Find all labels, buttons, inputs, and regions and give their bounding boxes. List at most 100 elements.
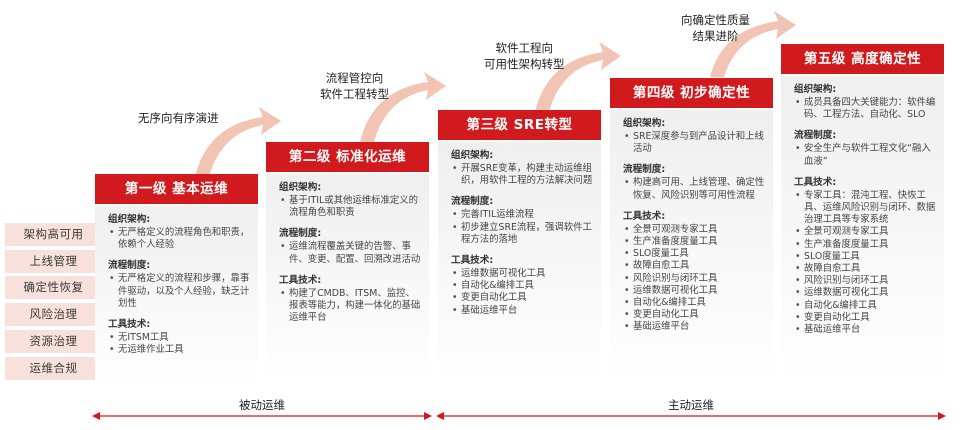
section-item: 构建高可用、上线管理、确定性恢复、风险识别等可用性流程: [623, 177, 767, 201]
section-item-list: 运维数据可视化工具自动化&编排工具变更自动化工具基础运维平台: [451, 268, 595, 317]
level-section: 组织架构:无严格定义的流程角色和职责，依赖个人经验: [108, 214, 252, 251]
section-title: 流程制度:: [623, 164, 666, 176]
section-item: 完善ITIL运维流程: [451, 209, 595, 221]
level-section: 工具技术:无ITSM工具无运维作业工具: [108, 319, 252, 357]
section-item: 运维数据可视化工具: [794, 287, 938, 299]
passive-ops-label: 被动运维: [239, 398, 285, 412]
section-item: 构建了CMDB、ITSM、监控、报表等能力，构建一体化的基础运维平台: [279, 288, 423, 325]
section-item-list: 安全生产与软件工程文化“融入血液”: [794, 143, 938, 167]
level-section: 工具技术: 全景可观测专家工具生产准备度度量工具SLO度量工具故障自愈工具风险识别…: [623, 211, 767, 334]
section-item: 无运维作业工具: [108, 344, 252, 356]
section-item: 运维数据可视化工具: [451, 268, 595, 280]
level-section: 流程制度:无严格定义的流程和步骤，靠事件驱动，以及个人经验，缺乏计划性: [108, 260, 252, 310]
level-section: 工具技术:运维数据可视化工具自动化&编排工具变更自动化工具基础运维平台: [451, 255, 595, 317]
level-1-header: 第一级 基本运维: [95, 174, 258, 204]
level-section: 流程制度:安全生产与软件工程文化“融入血液”: [794, 130, 938, 167]
section-item-list: 成员具备四大关键能力：软件编码、工程方法、自动化、SLO: [794, 97, 938, 121]
section-item-list: 无ITSM工具无运维作业工具: [108, 332, 252, 357]
section-title: 工具技术:: [794, 176, 837, 188]
transition-arrow-2: [360, 72, 446, 142]
level-2-card: 组织架构: 基于ITIL或其他运维标准定义的流程角色和职责流程制度:运维流程覆盖关…: [266, 174, 429, 384]
section-item-list: 开展SRE变革，构建主动运维组织，用软件工程的方法解决问题: [451, 163, 595, 187]
section-item: 风险识别与闭环工具: [623, 273, 767, 285]
section-item: 基于ITIL或其他运维标准定义的流程角色和职责: [279, 195, 423, 219]
section-item-list: 构建高可用、上线管理、确定性恢复、风险识别等可用性流程: [623, 177, 767, 201]
level-5-card: 组织架构: 成员具备四大关键能力：软件编码、工程方法、自动化、SLO 流程制度:安全…: [781, 76, 944, 384]
section-item: 开展SRE变革，构建主动运维组织，用软件工程的方法解决问题: [451, 163, 595, 187]
transition-label-1: 无序向有序演进: [138, 111, 219, 125]
section-item-list: 无严格定义的流程和步骤，靠事件驱动，以及个人经验，缺乏计划性: [108, 273, 252, 310]
section-item-list: 基于ITIL或其他运维标准定义的流程角色和职责: [279, 195, 423, 219]
section-item: 变更自动化工具: [794, 312, 938, 324]
section-title: 工具技术:: [108, 319, 151, 331]
transition-arrow-4: [710, 11, 796, 77]
section-item: 变更自动化工具: [623, 309, 767, 321]
section-item: 无严格定义的流程角色和职责，依赖个人经验: [108, 227, 252, 251]
level-3-header: 第三级 SRE转型: [438, 110, 601, 140]
section-item: 无ITSM工具: [108, 332, 252, 344]
section-item: SLO度量工具: [794, 251, 938, 263]
section-item-list: 无严格定义的流程角色和职责，依赖个人经验: [108, 227, 252, 251]
section-title: 组织架构:: [623, 118, 666, 129]
section-title: 组织架构:: [794, 84, 837, 95]
section-item: 运维流程覆盖关键的告警、事件、变更、配置、回溯改进活动: [279, 241, 423, 265]
section-item: 基础运维平台: [794, 324, 938, 336]
transition-label-2: 流程管控向 软件工程转型: [320, 71, 389, 101]
section-title: 流程制度:: [794, 130, 837, 142]
side-item: 风险治理: [5, 303, 102, 327]
section-title: 工具技术:: [451, 255, 494, 267]
section-item-list: 运维流程覆盖关键的告警、事件、变更、配置、回溯改进活动: [279, 241, 423, 265]
level-2-header: 第二级 标准化运维: [266, 142, 429, 172]
section-item: 自动化&编排工具: [623, 297, 767, 309]
transition-arrow-3: [535, 42, 621, 112]
section-item: 风险识别与闭环工具: [794, 275, 938, 287]
section-item: 全景可观测专家工具: [794, 226, 938, 238]
section-item: 生产准备度度量工具: [623, 236, 767, 248]
passive-ops-arrow: [92, 412, 432, 420]
section-title: 流程制度:: [108, 260, 151, 272]
section-item: 专家工具：混沌工程、快恢工具、运维风险识别与闭环、数据治理工具等专家系统: [794, 190, 938, 227]
section-title: 流程制度:: [279, 228, 322, 240]
side-item: 上线管理: [5, 249, 102, 273]
level-4-header: 第四级 初步确定性: [610, 78, 773, 108]
level-1-card: 组织架构:无严格定义的流程角色和职责，依赖个人经验流程制度:无严格定义的流程和步…: [95, 206, 258, 384]
level-section: 流程制度:构建高可用、上线管理、确定性恢复、风险识别等可用性流程: [623, 164, 767, 201]
section-title: 组织架构:: [451, 150, 494, 161]
side-item: 资源治理: [5, 329, 102, 353]
level-3-card: 组织架构: 开展SRE变革，构建主动运维组织，用软件工程的方法解决问题流程制度:完…: [438, 142, 601, 384]
section-item: 无严格定义的流程和步骤，靠事件驱动，以及个人经验，缺乏计划性: [108, 273, 252, 310]
section-item: 生产准备度度量工具: [794, 239, 938, 251]
level-section: 组织架构: 成员具备四大关键能力：软件编码、工程方法、自动化、SLO: [794, 84, 938, 121]
section-item: 成员具备四大关键能力：软件编码、工程方法、自动化、SLO: [794, 97, 938, 121]
section-item: 初步建立SRE流程，强调软件工程方法的落地: [451, 222, 595, 246]
section-item-list: 构建了CMDB、ITSM、监控、报表等能力，构建一体化的基础运维平台: [279, 288, 423, 325]
level-section: 工具技术: 专家工具：混沌工程、快恢工具、运维风险识别与闭环、数据治理工具等专家系…: [794, 176, 938, 337]
level-section: 组织架构: 开展SRE变革，构建主动运维组织，用软件工程的方法解决问题: [451, 150, 595, 187]
level-4-card: 组织架构: SRE深度参与到产品设计和上线活动流程制度:构建高可用、上线管理、确定…: [610, 110, 773, 384]
section-title: 工具技术:: [623, 210, 666, 222]
side-item: 确定性恢复: [5, 276, 102, 300]
transition-label-4: 向确定性质量 结果进阶: [681, 13, 750, 43]
section-title: 工具技术:: [279, 274, 322, 286]
section-item: 自动化&编排工具: [451, 280, 595, 292]
section-item-list: 全景可观测专家工具生产准备度度量工具SLO度量工具故障自愈工具风险识别与闭环工具…: [623, 224, 767, 334]
section-item: 故障自愈工具: [794, 263, 938, 275]
level-section: 工具技术: 构建了CMDB、ITSM、监控、报表等能力，构建一体化的基础运维平台: [279, 275, 423, 325]
section-item: 故障自愈工具: [623, 260, 767, 272]
section-item: 安全生产与软件工程文化“融入血液”: [794, 143, 938, 167]
side-item: 运维合规: [5, 356, 102, 380]
level-5-header: 第五级 高度确定性: [781, 44, 944, 74]
section-item: 全景可观测专家工具: [623, 224, 767, 236]
section-item: SRE深度参与到产品设计和上线活动: [623, 131, 767, 155]
active-ops-label: 主动运维: [668, 398, 714, 412]
section-title: 组织架构:: [279, 182, 322, 193]
section-item-list: 完善ITIL运维流程初步建立SRE流程，强调软件工程方法的落地: [451, 209, 595, 246]
level-section: 流程制度:完善ITIL运维流程初步建立SRE流程，强调软件工程方法的落地: [451, 196, 595, 246]
section-item: 基础运维平台: [451, 305, 595, 317]
transition-label-3: 软件工程向 可用性架构转型: [484, 41, 565, 71]
section-item: 自动化&编排工具: [794, 300, 938, 312]
section-title: 流程制度:: [451, 196, 494, 208]
section-item: 运维数据可视化工具: [623, 285, 767, 297]
section-item-list: SRE深度参与到产品设计和上线活动: [623, 131, 767, 155]
section-item: 基础运维平台: [623, 321, 767, 333]
